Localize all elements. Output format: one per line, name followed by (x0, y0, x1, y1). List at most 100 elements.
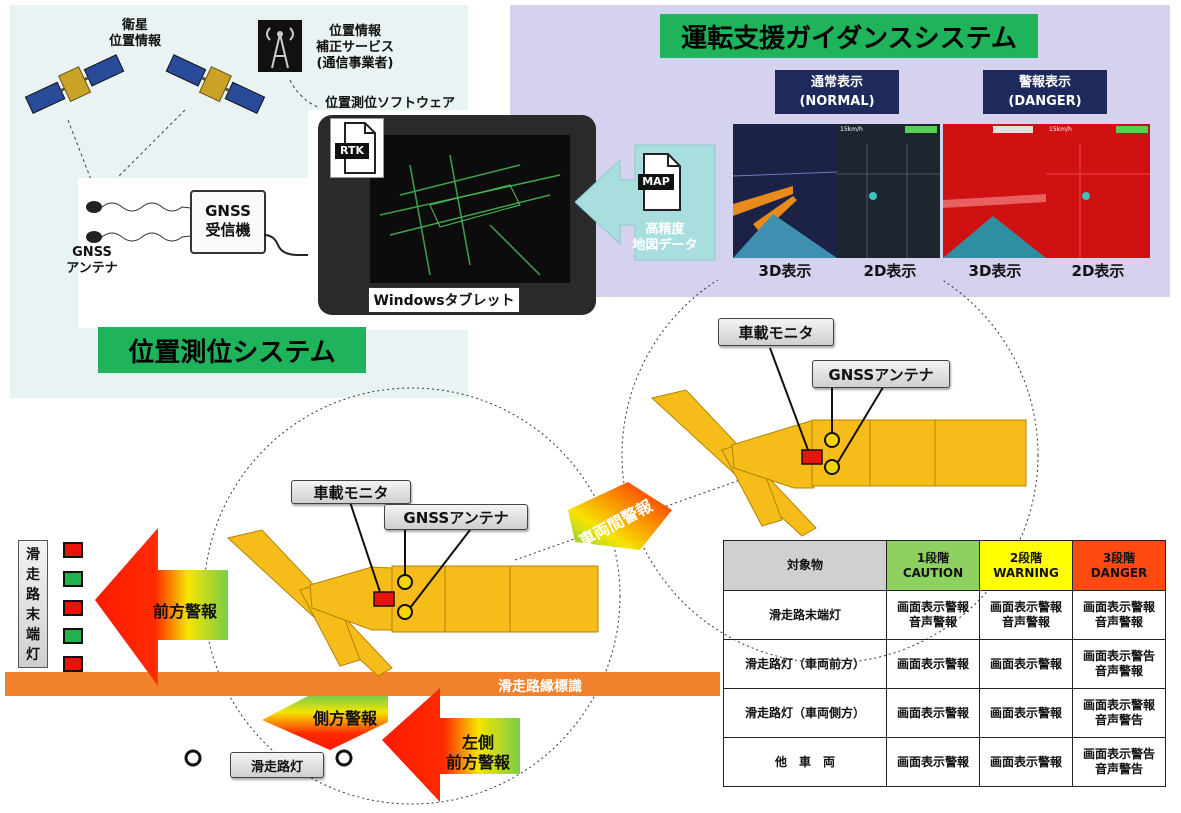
normal-2d-screen: 15km/h (837, 124, 940, 258)
table-cell-line: 1段階 (916, 550, 950, 565)
left-front-warning-label: 左側 前方警報 (428, 733, 528, 773)
normal-3d-label: 3D表示 (758, 262, 812, 280)
table-cell-line: 画面表示警報 (989, 705, 1062, 720)
table-row: 滑走路末端灯画面表示警報音声警報画面表示警報音声警報画面表示警報音声警報 (723, 590, 1166, 640)
map-data-label-line1: 高精度 (645, 222, 685, 237)
table-cell: 画面表示警報音声警報 (1072, 590, 1166, 640)
danger-display-label: 警報表示 (DANGER) (983, 70, 1107, 114)
receiver-label-line1: GNSS (205, 202, 251, 220)
normal-3d-screen (733, 124, 837, 258)
table-cell-line: 画面表示警報 (1082, 698, 1155, 712)
table-cell-line: 画面表示警告 (1082, 747, 1155, 761)
table-cell: 画面表示警報 (886, 737, 980, 787)
correction-label-line3: (通信事業者) (316, 56, 394, 71)
normal-display-label: 通常表示 (NORMAL) (775, 70, 899, 114)
table-cell-line: 音声警報 (908, 615, 957, 629)
danger-2d-label: 2D表示 (1071, 262, 1125, 280)
positioning-title: 位置測位システム (98, 327, 366, 373)
satellite-label-line2: 位置情報 (108, 34, 161, 49)
table-cell-line: 音声警告 (1094, 713, 1143, 727)
receiver-cable (263, 234, 318, 256)
danger-2d-screen: 15km/h (1046, 124, 1150, 258)
end-lights-char-4: 末 (26, 607, 40, 623)
satellite-label: 衛星 位置情報 (95, 18, 175, 50)
table-cell-line: WARNING (993, 565, 1059, 580)
danger-label-line2: (DANGER) (1008, 94, 1082, 109)
antenna-label-line1: GNSS (72, 245, 112, 260)
table-cell: 画面表示警報音声警報 (886, 590, 980, 640)
vehicle1-monitor-callout: 車載モニタ (291, 480, 411, 504)
left-front-line1: 左側 (461, 733, 494, 752)
vehicle2-antenna-callout: GNSSアンテナ (812, 360, 950, 388)
danger-3d-screen (943, 124, 1046, 258)
table-row-header: 滑走路末端灯 (723, 590, 887, 640)
gnss-receiver: GNSS 受信機 (190, 190, 266, 254)
table-cell-line: 2段階 (1009, 550, 1043, 565)
end-lights-char-1: 滑 (26, 547, 40, 563)
table-cell-line: 滑走路灯（車両側方） (744, 705, 865, 720)
tablet-screen (370, 135, 570, 283)
antenna-label-line2: アンテナ (66, 261, 118, 276)
table-row: 他 車 両画面表示警報画面表示警報画面表示警告音声警告 (723, 737, 1166, 787)
left-front-line2: 前方警報 (445, 753, 510, 772)
end-lights-char-3: 路 (26, 587, 40, 603)
front-warning-label: 前方警報 (152, 602, 217, 621)
table-row: 滑走路灯（車両側方）画面表示警報画面表示警報画面表示警報音声警告 (723, 688, 1166, 738)
table-row-header: 他 車 両 (723, 737, 887, 787)
table-cell-line: 画面表示警報 (896, 754, 969, 769)
vehicle2-monitor-callout: 車載モニタ (718, 318, 834, 346)
table-cell-line: 音声警報 (1001, 615, 1050, 629)
danger-status-bar (1116, 126, 1148, 133)
table-cell-line: 画面表示警告 (1082, 649, 1155, 663)
table-cell: 画面表示警報音声警報 (979, 590, 1073, 640)
map-file-icon: MAP (636, 152, 688, 212)
table-cell-line: DANGER (1090, 565, 1148, 580)
antenna-label: GNSS アンテナ (62, 245, 122, 277)
normal-label-line1: 通常表示 (810, 75, 863, 90)
danger-3d-status (993, 126, 1033, 133)
vehicle1-antenna-callout: GNSSアンテナ (384, 504, 528, 530)
table-cell: 画面表示警報 (886, 639, 980, 689)
table-row: 滑走路灯（車両前方）画面表示警報画面表示警報画面表示警告音声警報 (723, 639, 1166, 689)
table-cell-line: 音声警報 (1094, 664, 1143, 678)
table-cell: 画面表示警報 (979, 688, 1073, 738)
satellite-label-line1: 衛星 (121, 18, 148, 33)
normal-screen-text: 15km/h (840, 126, 863, 133)
table-cell: 画面表示警告音声警告 (1072, 737, 1166, 787)
software-label: 位置測位ソフトウェア (324, 96, 455, 111)
danger-3d-label: 3D表示 (968, 262, 1022, 280)
table-cell-line: 画面表示警報 (989, 600, 1062, 614)
normal-2d-label: 2D表示 (863, 262, 917, 280)
table-cell-line: 画面表示警報 (989, 754, 1062, 769)
table-cell-line: 画面表示警報 (989, 656, 1062, 671)
table-cell-line: 音声警報 (1094, 615, 1143, 629)
table-cell-line: 画面表示警報 (896, 656, 969, 671)
satellite-icon-left (24, 54, 125, 115)
table-header-object: 対象物 (723, 540, 887, 591)
table-cell: 画面表示警報 (979, 737, 1073, 787)
table-cell: 画面表示警報 (886, 688, 980, 738)
table-cell-line: 他 車 両 (774, 754, 835, 769)
table-cell-line: CAUTION (902, 565, 964, 580)
side-warning-label: 側方警報 (312, 709, 377, 728)
correction-label-line2: 補正サービス (315, 40, 394, 55)
end-lights-char-6: 灯 (26, 647, 40, 663)
edge-marking-label: 滑走路縁標識 (498, 679, 582, 695)
cell-tower-icon (258, 20, 302, 72)
antenna-cables (86, 201, 201, 243)
table-cell-line: 対象物 (786, 558, 823, 572)
runway-end-lights-label: 滑 走 路 末 端 灯 (18, 540, 48, 668)
edge-light-label: 滑走路灯 (230, 752, 324, 778)
normal-status-bar (905, 126, 937, 133)
map-data-label-line2: 地図データ (632, 238, 698, 253)
normal-label-line2: (NORMAL) (799, 94, 875, 109)
table-cell-line: 画面表示警報 (896, 705, 969, 720)
table-cell-line: 画面表示警報 (1082, 600, 1155, 614)
table-cell-line: 音声警告 (1094, 762, 1143, 776)
tablet-label: Windowsタブレット (368, 287, 520, 313)
table-cell-line: 3段階 (1102, 550, 1136, 565)
correction-label-line1: 位置情報 (328, 24, 381, 39)
map-data-label: 高精度 地図データ (615, 222, 715, 254)
